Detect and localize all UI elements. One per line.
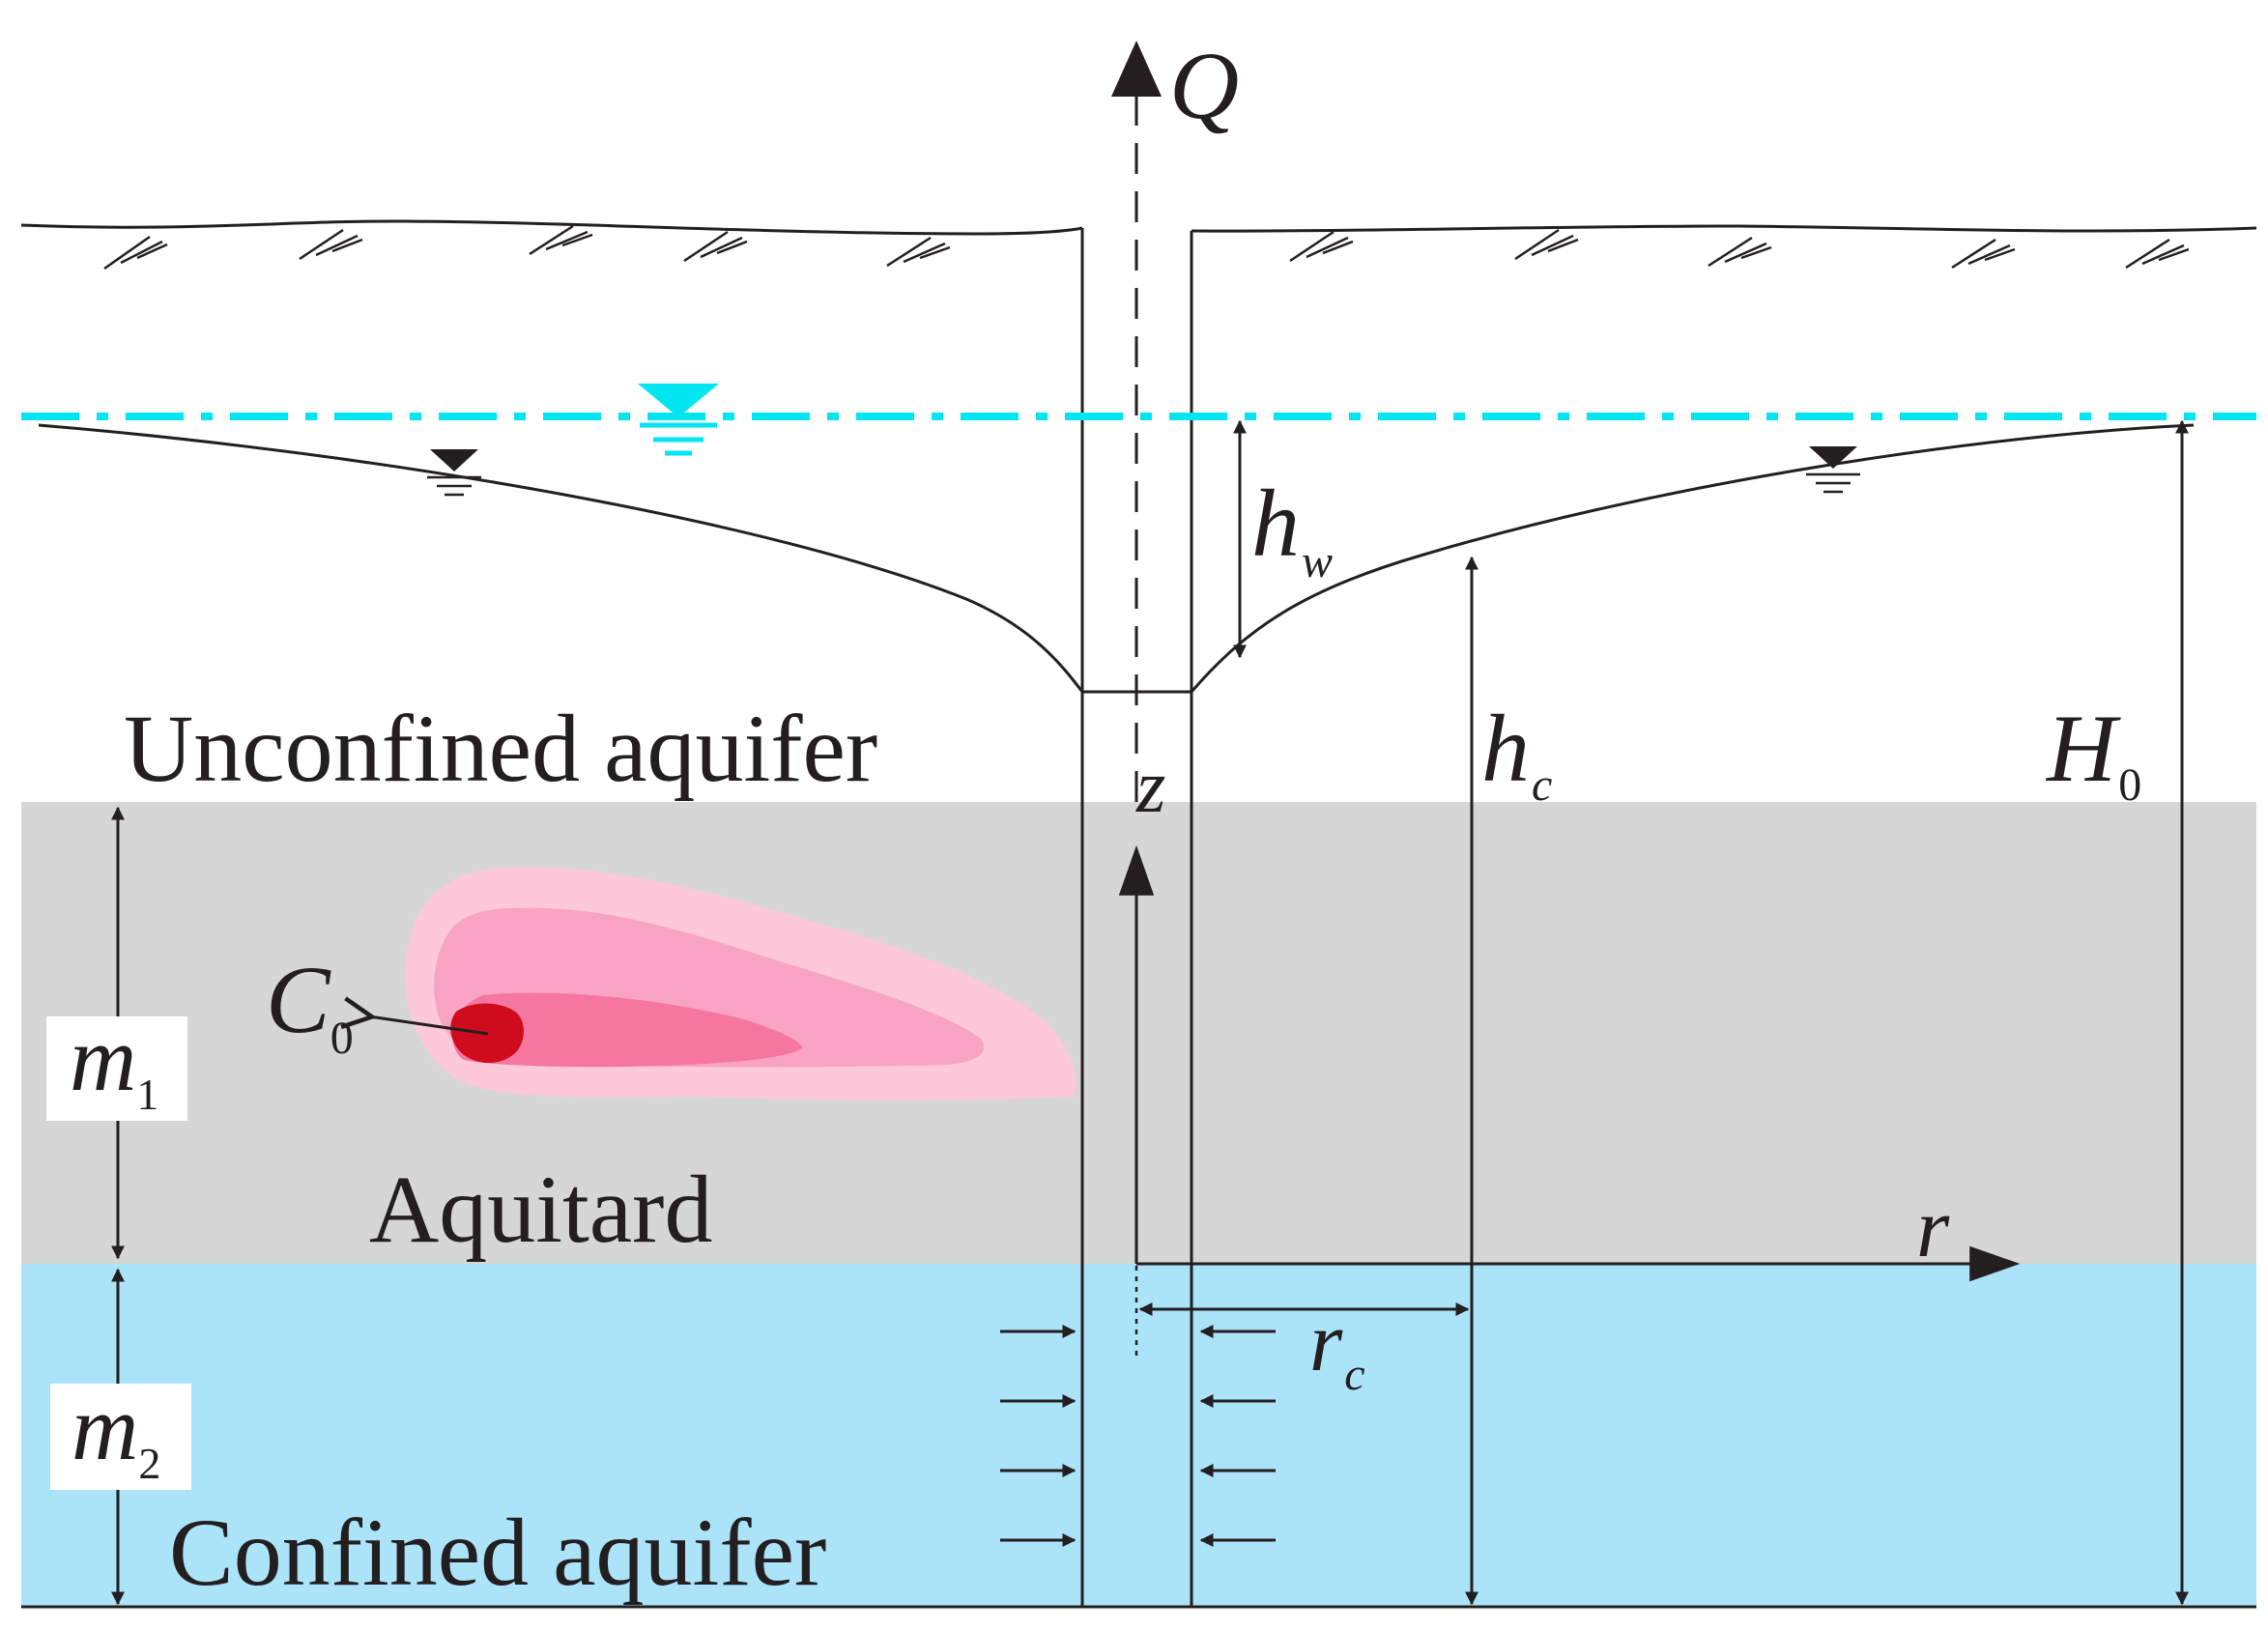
r-c-label: rc	[1309, 1296, 1365, 1400]
discharge-arrow	[1111, 41, 1162, 97]
inflow-arrows-left	[1000, 1325, 1077, 1547]
ground-surface-right	[1191, 224, 2257, 233]
unconfined-aquifer-label: Unconfined aquifer	[124, 695, 877, 802]
confined-aquifer-layer	[21, 1264, 2256, 1607]
water-table-symbol-right	[1806, 446, 1860, 494]
inflow-arrows-right	[1199, 1325, 1276, 1547]
c0-pointer	[369, 1016, 489, 1036]
plume-inner	[452, 992, 802, 1068]
m2-label-box	[50, 1384, 191, 1490]
water-table-symbol-left	[427, 449, 481, 497]
pumping-well	[1080, 97, 1193, 1607]
drawdown-curve-left	[38, 423, 1084, 693]
r-axis-label: r	[1916, 1182, 1950, 1275]
h-w-label: hw	[1251, 470, 1333, 587]
initial-water-table-symbol	[638, 384, 719, 456]
ground-surface-left	[20, 219, 1083, 236]
c0-label: C0	[266, 946, 354, 1064]
confined-aquifer-label: Confined aquifer	[169, 1499, 826, 1606]
m1-label: m1	[70, 1007, 158, 1119]
drawdown-curve-right	[1190, 423, 2195, 693]
h0-label: H0	[2045, 695, 2141, 811]
m2-label: m2	[72, 1376, 160, 1488]
discharge-label: Q	[1169, 32, 1239, 139]
z-axis-label: z	[1135, 744, 1165, 828]
h-c-label: hc	[1481, 695, 1552, 811]
ground-hatch-marks	[103, 224, 2190, 271]
aquitard-label: Aquitard	[369, 1156, 712, 1263]
m1-label-box	[46, 1016, 187, 1121]
